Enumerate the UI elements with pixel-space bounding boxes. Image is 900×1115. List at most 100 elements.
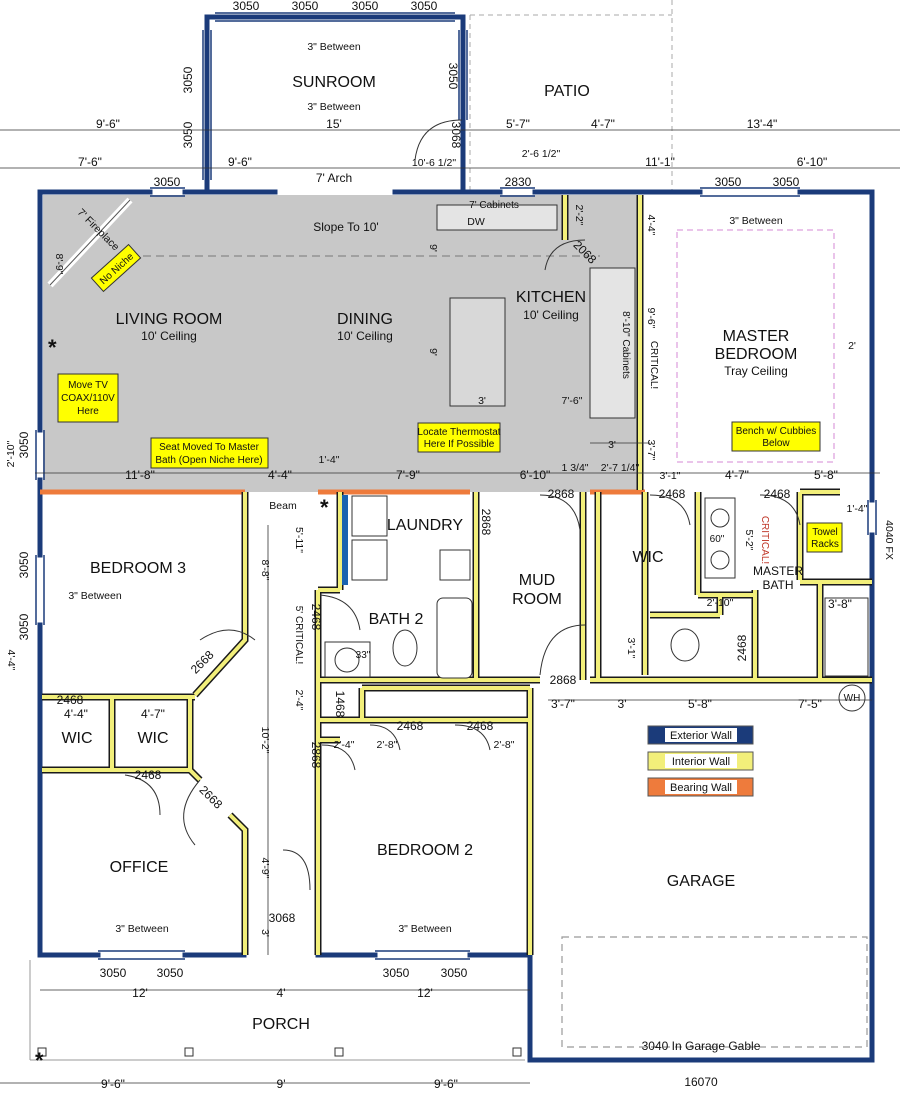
svg-text:2'-4": 2'-4" [334,739,355,751]
svg-text:Towel: Towel [812,527,838,538]
room-laundry: LAUNDRY [387,517,464,534]
svg-text:3050: 3050 [441,966,468,980]
room-patio: PATIO [544,83,590,100]
svg-text:3050: 3050 [352,0,379,13]
legend-label-bg-1 [665,754,737,768]
dimension-lines [0,129,900,1084]
note-move-tv: Move TV COAX/110V Here [57,373,119,423]
svg-text:2468: 2468 [397,719,424,733]
svg-text:3': 3' [618,697,627,711]
svg-text:3': 3' [608,439,616,451]
legend-label-bg-2 [665,780,737,794]
tray-ceiling-outline [676,229,835,463]
label-critical-5: 5' CRITICAL! [293,606,304,665]
svg-text:2'-4": 2'-4" [293,690,305,711]
svg-text:9'-6": 9'-6" [434,1077,458,1091]
svg-text:5'-8": 5'-8" [688,697,712,711]
svg-text:3'-7": 3'-7" [645,440,657,461]
svg-text:15': 15' [326,117,342,131]
svg-text:2868: 2868 [548,487,575,501]
svg-text:7'-6": 7'-6" [78,155,102,169]
room-master-bath-1: MASTER [753,564,803,578]
svg-text:12': 12' [132,986,148,1000]
svg-text:3050: 3050 [17,613,31,640]
svg-text:1'-4": 1'-4" [847,503,868,515]
between-sunroom-mid: 3" Between [307,101,361,113]
between-bedroom2: 3" Between [398,923,452,935]
asterisk-tv: * [48,335,57,360]
svg-text:2468: 2468 [467,719,494,733]
svg-text:Here: Here [77,406,99,417]
svg-text:6'-10": 6'-10" [520,468,551,482]
svg-text:3'-7": 3'-7" [551,697,575,711]
room-mud-2: ROOM [512,591,562,608]
svg-text:3050: 3050 [233,0,260,13]
between-master: 3" Between [729,215,783,227]
svg-text:3'-8": 3'-8" [828,597,852,611]
svg-text:2'-8": 2'-8" [494,739,515,751]
svg-text:3050: 3050 [100,966,127,980]
svg-text:4'-7": 4'-7" [591,117,615,131]
between-bedroom3: 3" Between [68,590,122,602]
room-kitchen: KITCHEN [516,289,586,306]
svg-text:6'-10": 6'-10" [797,155,828,169]
svg-text:7'-6": 7'-6" [562,395,583,407]
room-dining: DINING [337,311,393,328]
asterisk-porch: * [35,1048,44,1073]
asterisk-thermostat: * [320,495,329,520]
svg-text:Below: Below [762,438,790,449]
svg-text:4'-4": 4'-4" [268,468,292,482]
svg-text:2468: 2468 [659,487,686,501]
svg-text:Bath (Open Niche Here): Bath (Open Niche Here) [155,455,262,466]
svg-text:2'-8": 2'-8" [377,739,398,751]
svg-text:13'-4": 13'-4" [747,117,778,131]
interior-walls-fill [42,195,872,955]
svg-text:2': 2' [848,340,856,352]
label-cabinets-7: 7' Cabinets [469,200,519,211]
label-garage-gable: 3040 In Garage Gable [642,1039,761,1053]
between-sunroom-top: 3" Between [307,41,361,53]
note-towel: Towel Racks [806,522,843,553]
svg-text:2'-6 1/2": 2'-6 1/2" [522,148,561,160]
dimensions: 9'-6" 15' 5'-7" 4'-7" 13'-4" 7'-6" 9'-6"… [5,117,868,1091]
porch-outline [29,960,525,1061]
legend-label-0: Exterior Wall [670,730,732,742]
room-bedroom3: BEDROOM 3 [90,560,186,577]
fixtures [324,204,869,712]
label-shower-60: 60" [710,534,725,545]
svg-text:2468: 2468 [735,634,749,661]
svg-text:3'-1": 3'-1" [660,470,681,482]
svg-text:9'-6": 9'-6" [645,308,657,329]
room-office: OFFICE [110,859,169,876]
svg-text:3050: 3050 [17,551,31,578]
room-bath2: BATH 2 [369,611,424,628]
svg-text:1 3/4": 1 3/4" [561,462,588,474]
svg-text:3068: 3068 [449,122,463,149]
room-master-bath-2: BATH [762,578,793,592]
svg-text:7'-5": 7'-5" [798,697,822,711]
svg-text:Locate Thermostat: Locate Thermostat [417,427,500,438]
room-garage: GARAGE [667,873,735,890]
svg-text:11'-1": 11'-1" [645,155,675,169]
svg-text:Seat Moved To Master: Seat Moved To Master [159,442,260,453]
svg-text:2868: 2868 [309,742,323,769]
svg-text:4'-9": 4'-9" [259,858,271,879]
svg-text:2868: 2868 [479,509,493,536]
between-office: 3" Between [115,923,169,935]
svg-text:4'-7": 4'-7" [725,468,749,482]
room-bedroom2: BEDROOM 2 [377,842,473,859]
dining-ceiling: 10' Ceiling [337,329,393,343]
label-beam: Beam [269,500,297,512]
svg-text:4'-4": 4'-4" [645,215,657,236]
label-critical: CRITICAL! [648,341,659,389]
svg-text:COAX/110V: COAX/110V [61,393,115,404]
svg-text:3050: 3050 [446,63,460,90]
svg-text:5'-2": 5'-2" [743,530,755,551]
svg-text:5'-11": 5'-11" [293,527,305,553]
label-sink-33: 33" [356,650,371,661]
svg-text:2'-2": 2'-2" [573,205,585,226]
svg-text:7'-9": 7'-9" [396,468,420,482]
label-wh: WH [844,693,861,704]
